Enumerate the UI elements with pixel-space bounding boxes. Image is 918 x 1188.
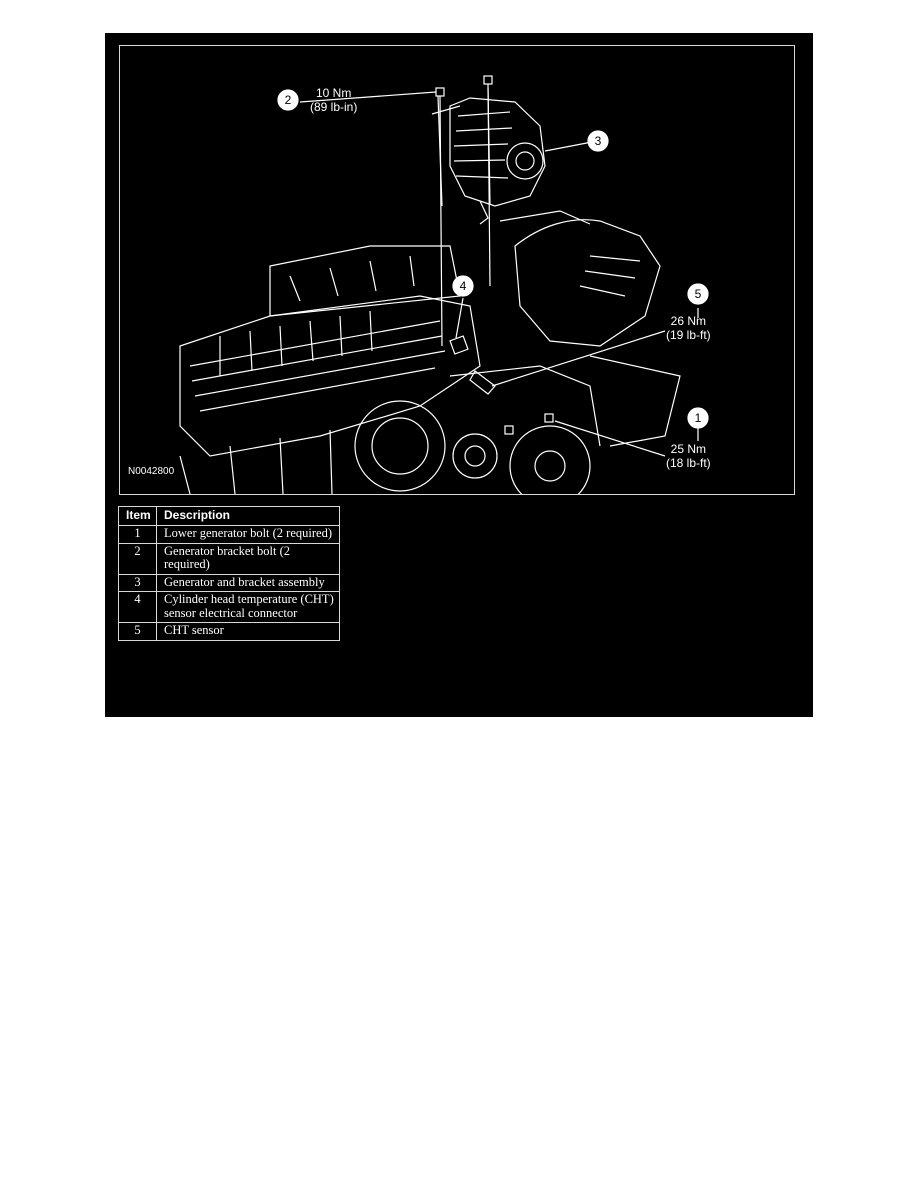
- callout-1-torque: 25 Nm (18 lb-ft): [666, 442, 711, 470]
- legend-item-number: 5: [118, 622, 157, 641]
- callout-5-number: 5: [695, 287, 702, 301]
- legend-item-description: CHT sensor: [156, 622, 340, 641]
- table-row: 2 Generator bracket bolt (2 required): [118, 542, 340, 575]
- pulley-drawing: [354, 355, 681, 494]
- legend-item-number: 4: [118, 591, 157, 623]
- air-duct-drawing: [499, 210, 661, 347]
- legend-header-item: Item: [118, 506, 157, 526]
- legend-header-row: Item Description: [118, 506, 340, 526]
- engine-illustration: 2 3 4 5 1 10 Nm (89 lb-in) 26 Nm (19 lb-…: [119, 45, 795, 495]
- legend-table: Item Description 1 Lower generator bolt …: [118, 506, 340, 641]
- legend-item-description: Lower generator bolt (2 required): [156, 525, 340, 544]
- legend-item-number: 2: [118, 542, 157, 575]
- legend-item-description: Generator bracket bolt (2 required): [156, 542, 340, 575]
- callout-1-number: 1: [695, 411, 702, 425]
- table-row: 1 Lower generator bolt (2 required): [118, 525, 340, 544]
- engine-drawing: 2 3 4 5 1: [179, 75, 709, 494]
- cht-sensor-drawing: [449, 335, 496, 395]
- legend-item-number: 1: [118, 525, 157, 544]
- legend-item-number: 3: [118, 573, 157, 592]
- callout-2-number: 2: [285, 93, 292, 107]
- legend-item-description: Cylinder head temperature (CHT) sensor e…: [156, 591, 340, 623]
- callout-2-torque: 10 Nm (89 lb-in): [310, 86, 358, 114]
- table-row: 3 Generator and bracket assembly: [118, 573, 340, 592]
- figure-id: N0042800: [128, 466, 175, 477]
- table-row: 5 CHT sensor: [118, 622, 340, 641]
- legend-header-description: Description: [156, 506, 340, 526]
- callout-4-number: 4: [460, 279, 467, 293]
- legend-item-description: Generator and bracket assembly: [156, 573, 340, 592]
- callout-5-torque: 26 Nm (19 lb-ft): [666, 314, 711, 342]
- table-row: 4 Cylinder head temperature (CHT) sensor…: [118, 591, 340, 623]
- callout-3-number: 3: [595, 134, 602, 148]
- engine-block-drawing: [179, 245, 481, 494]
